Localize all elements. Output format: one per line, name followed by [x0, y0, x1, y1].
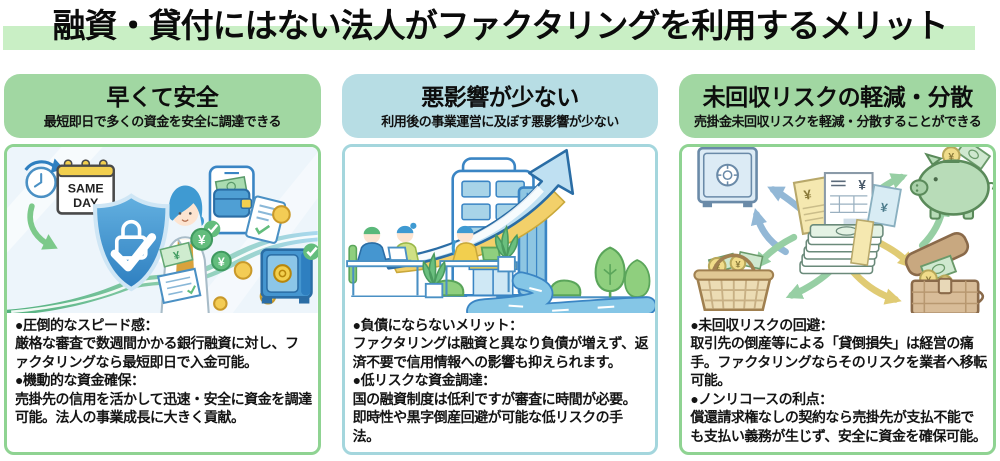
point-body: 償還請求権なしの契約なら売掛先が支払不能でも支払い義務が生じず、安全に資金を確保… [690, 409, 987, 444]
calendar-label-line1: SAME [68, 182, 104, 196]
banknote-icon: ¥ [159, 241, 194, 268]
calendar-label-line2: DAY [73, 196, 99, 210]
point-heading: ●ノンリコースの利点： [690, 390, 833, 407]
point-heading: ●低リスクな資金調達： [352, 372, 496, 389]
desk [345, 260, 425, 296]
cards-row: 早くて安全 最短即日で多くの資金を安全に調達できる [0, 74, 1000, 455]
card-low-impact-body: ●負債にならないメリット： ファクタリングは融資と異なり負債が増えず、返済不要で… [341, 144, 659, 455]
illustration-fast-safe: SAME DAY [7, 147, 318, 313]
title-section: 融資・貸付にはない法人がファクタリングを利用するメリット [0, 0, 1000, 57]
card-title: 悪影響が少ない [421, 84, 579, 110]
yen-coin-icon: ¥ [190, 227, 214, 251]
title-highlight-band [3, 26, 975, 50]
plant-icon [494, 224, 518, 273]
card-low-impact-header: 悪影響が少ない 利用後の事業運営に及ぼす悪影響が少ない [341, 74, 659, 138]
piggy-bank-icon: ¥ [910, 147, 994, 220]
safe-icon [260, 243, 318, 304]
fast-safe-illustration-svg: SAME DAY [7, 147, 318, 313]
illustration-low-impact [344, 147, 656, 313]
points-list: ●未回収リスクの回避： 取引先の倒産等による「貸倒損失」は経営の痛手。ファクタリ… [682, 313, 993, 452]
treasure-chest-icon: ¥ [905, 232, 985, 313]
yen-label: ¥ [715, 263, 721, 274]
card-risk-reduction-body: ¥ ¥ ¥ [679, 144, 997, 455]
point-heading: ●圧倒的なスピード感： [15, 317, 158, 333]
green-arrow-icon [27, 203, 58, 250]
clock-icon [24, 158, 64, 199]
wallet-phone-icon [203, 165, 255, 238]
low-impact-illustration-svg [344, 147, 656, 313]
points-list: ●負債にならないメリット： ファクタリングは融資と異なり負債が増えず、返済不要で… [345, 313, 656, 452]
safe-icon [697, 147, 759, 208]
basket-icon: ¥ ¥ [693, 250, 775, 312]
plant-icon [422, 251, 446, 299]
point-body: 国の融資制度は低利ですが審査に時間が必要。即時性や黒字倒産回避が可能な低リスクの… [352, 390, 637, 444]
point-body: 売掛先の信用を活かして迅速・安全に資金を調達可能。法人の事業成長に大きく貢献。 [15, 390, 312, 426]
card-subtitle: 最短即日で多くの資金を安全に調達できる [43, 114, 282, 129]
yen-label: ¥ [218, 255, 225, 269]
card-low-impact: 悪影響が少ない 利用後の事業運営に及ぼす悪影響が少ない [341, 74, 659, 455]
point-heading: ●未回収リスクの回避： [690, 317, 834, 333]
yen-label: ¥ [859, 178, 867, 193]
card-subtitle: 売掛金未回収リスクを軽減・分散することができる [694, 114, 982, 129]
shield-check-icon [92, 193, 170, 292]
card-risk-reduction: 未回収リスクの軽減・分散 売掛金未回収リスクを軽減・分散することができる [679, 74, 997, 455]
risk-reduction-illustration-svg: ¥ ¥ ¥ [682, 147, 994, 313]
card-fast-safe-body: SAME DAY [4, 144, 321, 455]
point-body: ファクタリングは融資と異なり負債が増えず、返済不要で信用情報への影響も抑えられま… [352, 335, 649, 370]
point-body: 厳格な審査で数週間かかる銀行融資に対し、ファクタリングなら最短即日で入金可能。 [15, 335, 299, 370]
yen-coin-icon: ¥ [211, 250, 232, 272]
yen-label: ¥ [172, 250, 182, 263]
card-risk-reduction-header: 未回収リスクの軽減・分散 売掛金未回収リスクを軽減・分散することができる [679, 74, 997, 138]
yen-label: ¥ [803, 187, 813, 203]
card-title: 早くて安全 [106, 84, 219, 110]
tree-icon [594, 246, 626, 298]
winding-road [465, 271, 656, 313]
yen-label: ¥ [880, 200, 889, 215]
point-body: 取引先の倒産等による「貸倒損失」は経営の痛手。ファクタリングならそのリスクを業者… [690, 335, 987, 389]
card-subtitle: 利用後の事業運営に及ぼす悪影響が少ない [381, 114, 619, 129]
document-icon [156, 267, 202, 305]
card-fast-safe-header: 早くて安全 最短即日で多くの資金を安全に調達できる [4, 74, 321, 138]
money-stack-icon: ¥ ¥ ¥ [793, 172, 903, 275]
card-title: 未回収リスクの軽減・分散 [702, 84, 973, 110]
point-heading: ●機動的な資金確保： [15, 372, 145, 389]
illustration-risk-reduction: ¥ ¥ ¥ [682, 147, 994, 313]
points-list: ●圧倒的なスピード感： 厳格な審査で数週間かかる銀行融資に対し、ファクタリングな… [7, 313, 318, 452]
yen-label: ¥ [198, 232, 206, 247]
yen-label: ¥ [736, 259, 742, 269]
card-fast-safe: 早くて安全 最短即日で多くの資金を安全に調達できる [4, 74, 321, 455]
yen-label: ¥ [949, 152, 955, 163]
tree-icon [623, 259, 651, 299]
page-title: 融資・貸付にはない法人がファクタリングを利用するメリット [52, 7, 949, 44]
worker-figure [451, 225, 480, 263]
same-day-calendar-icon: SAME DAY [56, 159, 115, 215]
point-heading: ●負債にならないメリット： [352, 317, 523, 333]
